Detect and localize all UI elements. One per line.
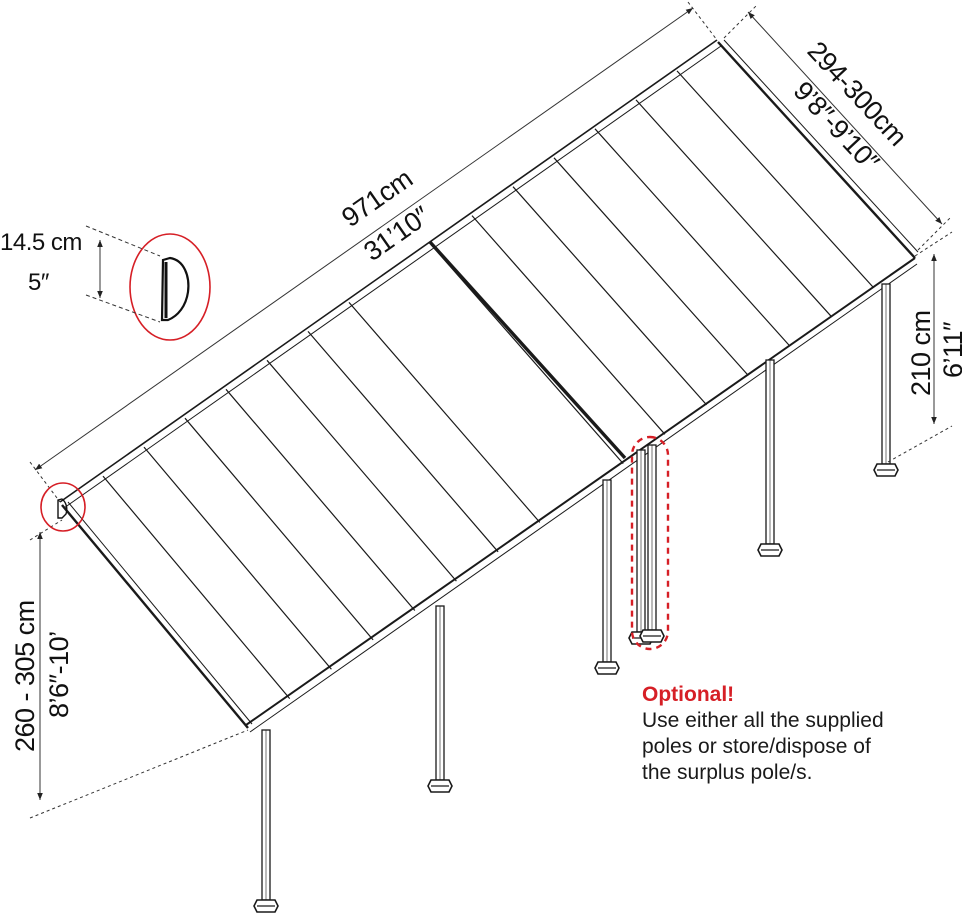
support-post (873, 283, 899, 477)
support-post (253, 729, 279, 913)
support-post (427, 605, 453, 793)
profile-location-highlight (40, 482, 86, 532)
profile-detail-highlight (129, 233, 211, 341)
panel-divider (102, 475, 291, 699)
back-height-cm-label: 260 - 305 cm (10, 600, 40, 752)
front-height-dimension (887, 231, 953, 463)
front-height-ft-label: 6’11″ (938, 321, 962, 378)
width-dimension (723, 5, 951, 251)
length-dimension (29, 1, 718, 503)
back-height-ft-label: 8’6″-10’ (44, 631, 74, 718)
corner-profile-icon (57, 498, 68, 519)
support-post (594, 479, 620, 675)
profile-cm-label: 14.5 cm (0, 229, 82, 256)
optional-note-body: Use either all the supplied poles or sto… (642, 709, 884, 784)
panel-divider (143, 446, 332, 670)
support-posts (253, 283, 899, 913)
optional-note-title: Optional! (642, 683, 735, 706)
support-post (757, 359, 783, 557)
optional-note: Optional! Use either all the supplied po… (642, 682, 942, 786)
profile-detail (85, 225, 211, 341)
back-height-dimension (29, 519, 249, 819)
profile-shape (160, 256, 190, 322)
front-height-cm-label: 210 cm (906, 310, 936, 396)
profile-in-label: 5″ (28, 269, 50, 296)
roof-frame (59, 39, 919, 733)
roof-panels (102, 70, 874, 699)
